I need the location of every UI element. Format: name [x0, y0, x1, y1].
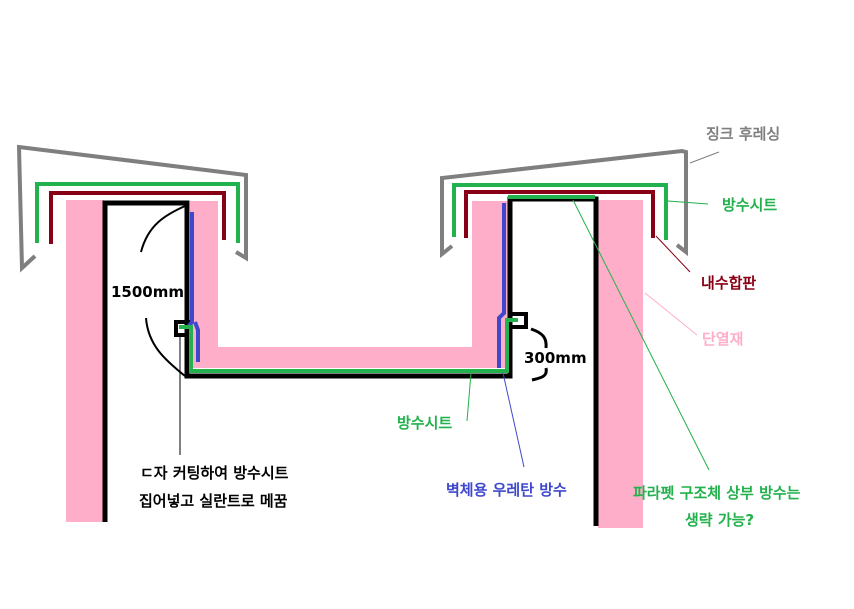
waterproof-sheet-channel [179, 318, 518, 373]
label-plywood: 내수합판 [701, 274, 756, 292]
plywood-left [49, 191, 226, 244]
dimension-arc-300-bottom [531, 367, 548, 382]
label-parapet-question-2: 생략 가능? [685, 511, 754, 529]
label-cutting-note-2: 집어넣고 실란트로 메꿈 [139, 492, 288, 510]
leader-insulation [644, 292, 698, 336]
left-cut-hook [174, 320, 190, 337]
dimension-arc-300-top [530, 327, 548, 349]
leader-plywood [655, 235, 691, 273]
right-cut-hook [510, 312, 528, 329]
dimension-1500: 1500mm [111, 283, 184, 301]
dimension-300: 300mm [524, 349, 587, 367]
label-waterproof-sheet-bottom: 방수시트 [397, 414, 452, 432]
leader-waterproof-sheet-bottom [466, 372, 472, 422]
insulation-channel-bottom [190, 347, 506, 368]
insulation-right-parapet [598, 200, 643, 528]
waterproof-sheet-right [452, 183, 668, 240]
leader-parapet-question [572, 199, 710, 471]
label-insulation: 단열재 [702, 330, 743, 348]
label-waterproof-sheet-top: 방수시트 [722, 196, 777, 214]
insulation-left-parapet [66, 200, 104, 522]
dimension-arc-1500-top [140, 205, 186, 253]
leader-waterproof-sheet-top [667, 200, 709, 205]
urethane-right [497, 203, 506, 368]
insulation-left-inner [190, 201, 218, 366]
waterproof-sheet-left [35, 182, 240, 243]
label-cutting-note-1: ㄷ자 커팅하여 방수시트 [140, 464, 289, 482]
plywood-right [464, 190, 655, 238]
leader-urethane [502, 372, 525, 468]
leader-zinc-flashing [689, 151, 720, 164]
label-urethane: 벽체용 우레탄 방수 [446, 481, 567, 499]
zinc-flashing-left [16, 144, 248, 273]
label-zinc-flashing: 징크 후레싱 [706, 125, 780, 143]
zinc-flashing-right [440, 148, 688, 259]
label-parapet-question-1: 파라펫 구조체 상부 방수는 [633, 484, 801, 502]
